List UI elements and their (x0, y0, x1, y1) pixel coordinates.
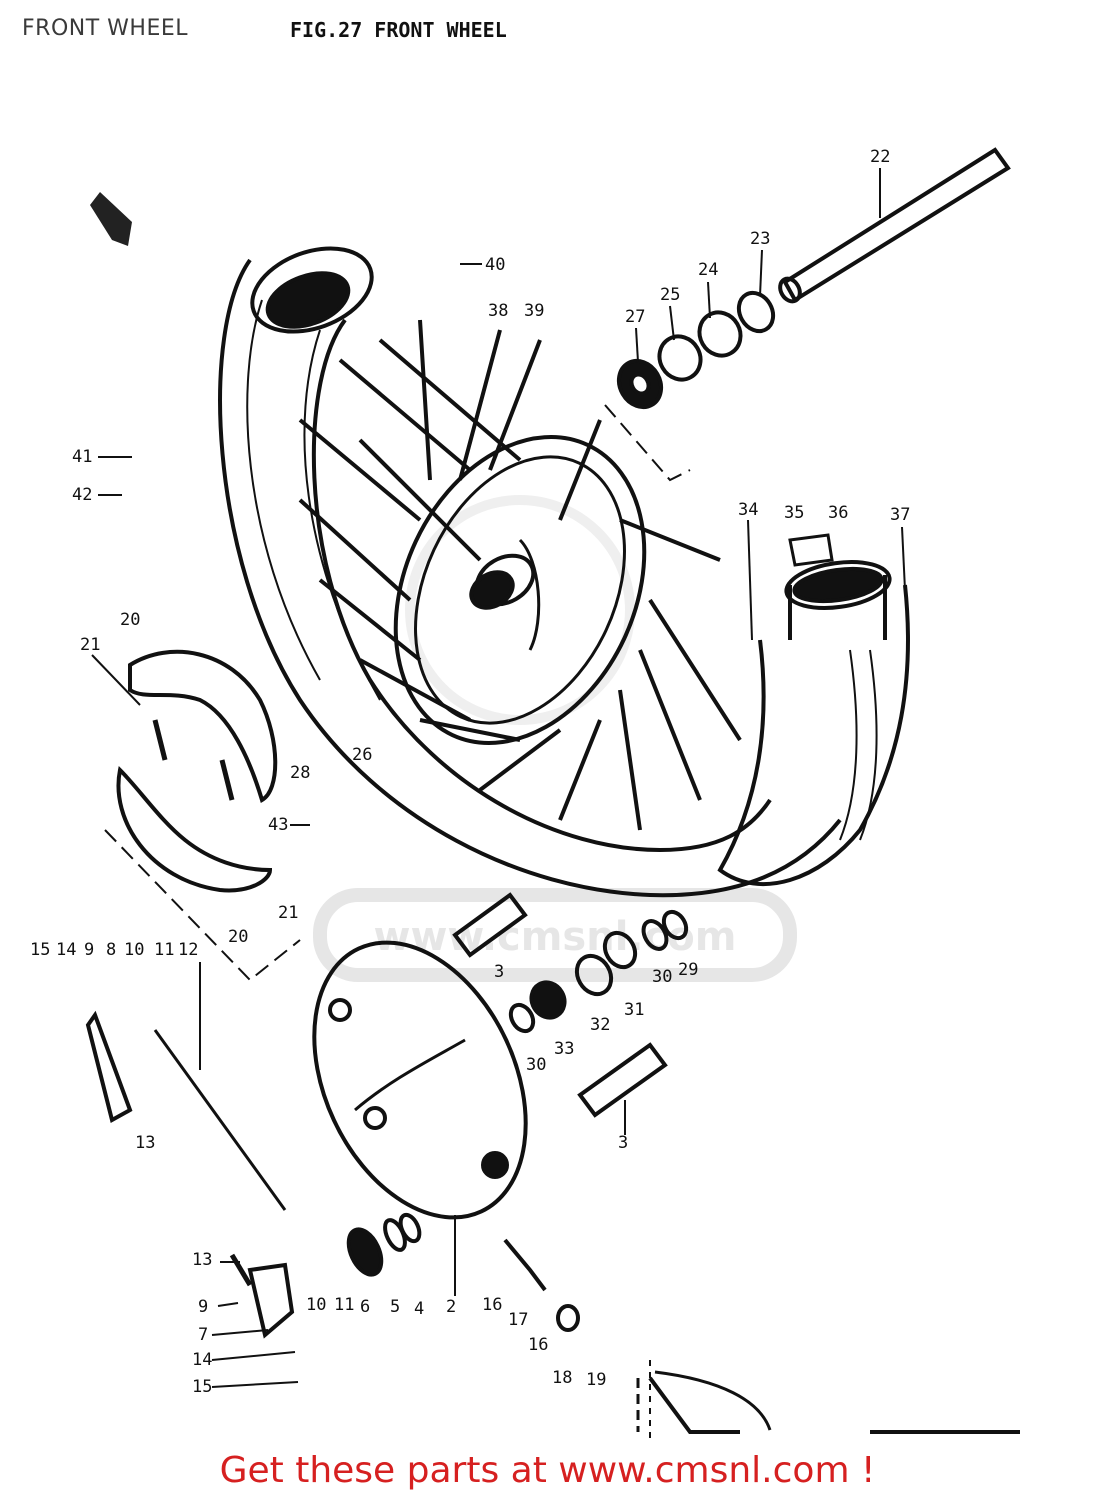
part-label-30-upper: 30 (652, 967, 672, 987)
part-label-13-lower: 13 (192, 1250, 212, 1270)
part-label-18: 18 (552, 1368, 572, 1388)
part-label-12: 12 (178, 940, 198, 960)
part-label-5: 5 (390, 1297, 400, 1317)
part-label-7: 7 (198, 1325, 208, 1345)
part-label-11-upper: 11 (154, 940, 174, 960)
part-label-17: 17 (508, 1310, 528, 1330)
part-label-10-upper: 10 (124, 940, 144, 960)
spokes (298, 319, 742, 831)
part-label-15-upper: 15 (30, 940, 50, 960)
part-label-29: 29 (678, 960, 698, 980)
part-label-39: 39 (524, 301, 544, 321)
part-label-3-upper: 3 (494, 962, 504, 982)
part-label-41: 41 (72, 447, 92, 467)
part-label-42: 42 (72, 485, 92, 505)
part-label-6: 6 (360, 1297, 370, 1317)
part-label-31: 31 (624, 1000, 644, 1020)
part-label-21-upper: 21 (80, 635, 100, 655)
watermark: www.cmsnl.com (313, 495, 797, 982)
part-label-2: 2 (446, 1297, 456, 1317)
front-tire (218, 246, 842, 898)
get-parts-link[interactable]: Get these parts at www.cmsnl.com ! (219, 1450, 876, 1491)
part-label-15-lower: 15 (192, 1377, 212, 1397)
part-label-13-upper: 13 (135, 1133, 155, 1153)
part-label-34: 34 (738, 500, 758, 520)
part-label-38: 38 (488, 301, 508, 321)
part-label-33: 33 (554, 1039, 574, 1059)
exploded-parts-diagram: www.cmsnl.com (30, 147, 1020, 1440)
part-label-21-lower: 21 (278, 903, 298, 923)
upper-bearings (604, 290, 776, 482)
leader-lines (91, 168, 906, 1388)
part-label-37: 37 (890, 505, 910, 525)
part-label-14-lower: 14 (192, 1350, 212, 1370)
part-label-30-lower: 30 (526, 1055, 546, 1075)
part-label-8: 8 (106, 940, 116, 960)
part-label-22: 22 (870, 147, 890, 167)
part-label-4: 4 (414, 1299, 424, 1319)
part-label-14-upper: 14 (56, 940, 76, 960)
front-axle (778, 147, 1011, 304)
part-label-26: 26 (352, 745, 372, 765)
part-label-9-lower: 9 (198, 1297, 208, 1317)
part-label-9-upper: 9 (84, 940, 94, 960)
figure-title: FIG.27 FRONT WHEEL (290, 18, 507, 42)
part-labels: 22 23 24 25 27 40 38 39 41 42 34 35 36 3… (30, 147, 910, 1397)
part-label-23: 23 (750, 229, 770, 249)
part-label-20-upper: 20 (120, 610, 140, 630)
part-label-10-lower: 10 (306, 1295, 326, 1315)
part-label-32: 32 (590, 1015, 610, 1035)
part-label-19: 19 (586, 1370, 606, 1390)
part-label-40: 40 (485, 255, 505, 275)
part-label-24: 24 (698, 260, 718, 280)
part-label-16-upper: 16 (482, 1295, 502, 1315)
brake-shoes (104, 649, 301, 982)
section-label: FRONT WHEEL (22, 16, 188, 41)
part-label-28: 28 (290, 763, 310, 783)
part-label-16-lower: 16 (528, 1335, 548, 1355)
part-label-36: 36 (828, 503, 848, 523)
bracket-detail (636, 1360, 1020, 1440)
part-label-11-lower: 11 (334, 1295, 354, 1315)
brake-linkage (85, 1010, 580, 1339)
tire-section (717, 533, 910, 886)
part-label-3-lower: 3 (618, 1133, 628, 1153)
part-label-25: 25 (660, 285, 680, 305)
hub-components (452, 892, 689, 1118)
wheel-hub (393, 435, 647, 745)
part-label-20-lower: 20 (228, 927, 248, 947)
part-label-43: 43 (268, 815, 288, 835)
part-label-35: 35 (784, 503, 804, 523)
part-label-27: 27 (625, 307, 645, 327)
direction-arrow (90, 192, 132, 246)
brake-panel (312, 940, 528, 1220)
